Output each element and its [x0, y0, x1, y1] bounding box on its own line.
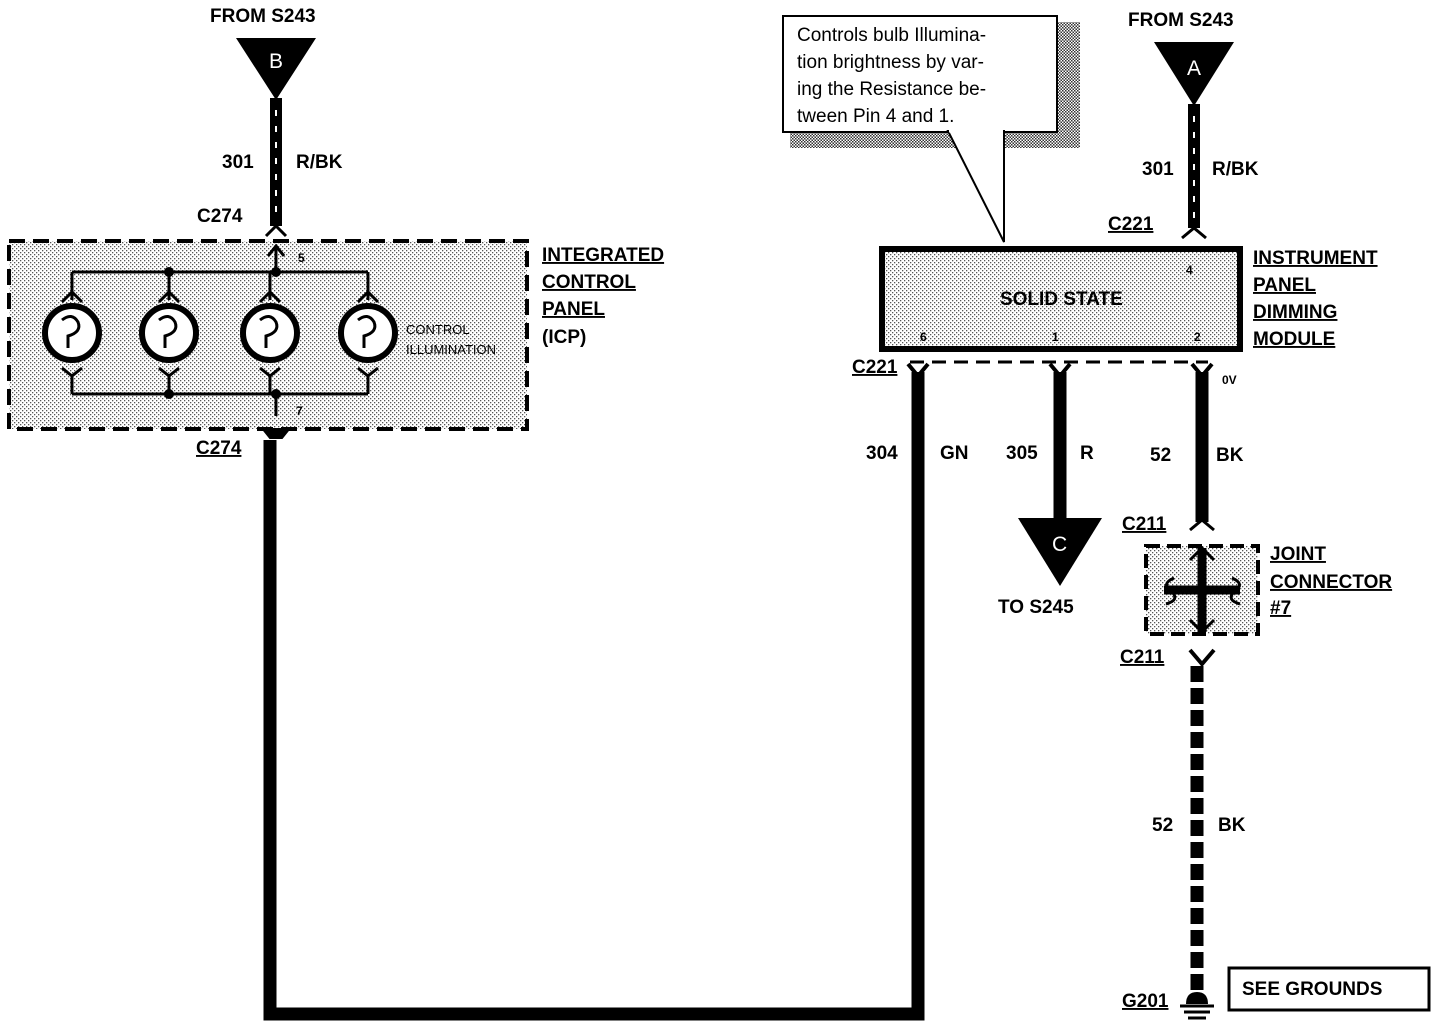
wire-305-number: 305 [1006, 443, 1038, 464]
to-s245-label: TO S245 [998, 597, 1074, 618]
connector-c221-top-terminal [1181, 226, 1207, 240]
icp-pin-7: 7 [296, 404, 303, 418]
see-grounds-label: SEE GROUNDS [1242, 979, 1382, 1000]
splice-letter-a: A [1187, 57, 1201, 80]
wire-301-right-number: 301 [1142, 159, 1174, 180]
connector-c274-top-terminal [264, 223, 288, 238]
ground-icon [1180, 992, 1214, 1020]
joint-arrow-top [1188, 545, 1216, 562]
wire-304 [263, 372, 925, 1021]
module-title-3: DIMMING [1253, 302, 1337, 323]
icp-pin-5: 5 [298, 251, 305, 265]
icp-title-4: (ICP) [542, 327, 586, 348]
connector-c274-bottom-terminal [261, 427, 291, 439]
joint-connector-title-3: #7 [1270, 598, 1291, 619]
c221-terminal-304 [906, 362, 930, 380]
connector-c211-top: C211 [1122, 514, 1167, 535]
see-grounds-box[interactable] [1227, 966, 1431, 1012]
bulb-icon [42, 272, 102, 394]
note-line-2: tion brightness by var- [797, 52, 984, 73]
note-pointer [946, 130, 1005, 243]
connector-c211-top-terminal [1189, 518, 1215, 532]
connector-c211-bottom-terminal [1188, 648, 1216, 668]
control-illumination-label-2: ILLUMINATION [406, 342, 496, 357]
note-box [782, 15, 1058, 133]
module-pin-2: 2 [1194, 330, 1201, 344]
joint-hook-left [1165, 576, 1177, 606]
wire-52-lower-number: 52 [1152, 815, 1173, 836]
bulb-icon [338, 272, 398, 394]
splice-triangle-c [1018, 518, 1102, 586]
connector-c211-bottom: C211 [1120, 647, 1165, 668]
bulb-icon [240, 272, 300, 394]
module-pin-6: 6 [920, 330, 927, 344]
bulb-icon [139, 272, 199, 394]
joint-hook-right [1229, 576, 1241, 606]
wire-301-left-number: 301 [222, 152, 254, 173]
dimming-module-box [879, 246, 1243, 352]
note-line-4: tween Pin 4 and 1. [797, 106, 954, 127]
connector-c221-bottom: C221 [852, 357, 898, 378]
from-s243-left-label: FROM S243 [210, 6, 316, 27]
module-title-2: PANEL [1253, 275, 1316, 296]
wire-52-upper-number: 52 [1150, 445, 1171, 466]
control-illumination-label-1: CONTROL [406, 322, 470, 337]
note-line-1: Controls bulb Illumina- [797, 25, 986, 46]
from-s243-right-label: FROM S243 [1128, 10, 1234, 31]
splice-letter-b: B [269, 50, 283, 73]
joint-connector-title-1: JOINT [1270, 544, 1326, 565]
icp-title-3: PANEL [542, 299, 605, 320]
ground-g201-label: G201 [1122, 991, 1169, 1012]
icp-title-2: CONTROL [542, 272, 636, 293]
splice-letter-c: C [1052, 533, 1067, 556]
module-title-4: MODULE [1253, 329, 1335, 350]
module-pin-4: 4 [1186, 263, 1193, 277]
wire-52-upper-color: BK [1216, 445, 1244, 466]
splice-triangle-b [236, 38, 316, 100]
joint-arrow-bottom [1188, 618, 1216, 635]
icp-pin5-arrow [266, 243, 286, 257]
icp-junction [271, 267, 281, 277]
wire-305-color: R [1080, 443, 1094, 464]
icp-title-1: INTEGRATED [542, 245, 664, 266]
wire-304-color: GN [940, 443, 969, 464]
splice-triangle-a [1154, 42, 1234, 106]
joint-connector-title-2: CONNECTOR [1270, 572, 1392, 593]
connector-c274-bottom: C274 [196, 438, 242, 459]
wire-52-voltage: 0V [1222, 373, 1237, 387]
module-pin-1: 1 [1052, 330, 1059, 344]
wire-301-left-color: R/BK [296, 152, 343, 173]
icp-junction [271, 389, 281, 399]
dimming-module-inner-label: SOLID STATE [1000, 289, 1123, 310]
wire-304-number: 304 [866, 443, 898, 464]
wire-52-lower-color: BK [1218, 815, 1246, 836]
note-line-3: ing the Resistance be- [797, 79, 986, 100]
module-title-1: INSTRUMENT [1253, 248, 1378, 269]
connector-c221-top: C221 [1108, 214, 1154, 235]
wire-301-right-color: R/BK [1212, 159, 1259, 180]
connector-c274-top: C274 [197, 206, 243, 227]
